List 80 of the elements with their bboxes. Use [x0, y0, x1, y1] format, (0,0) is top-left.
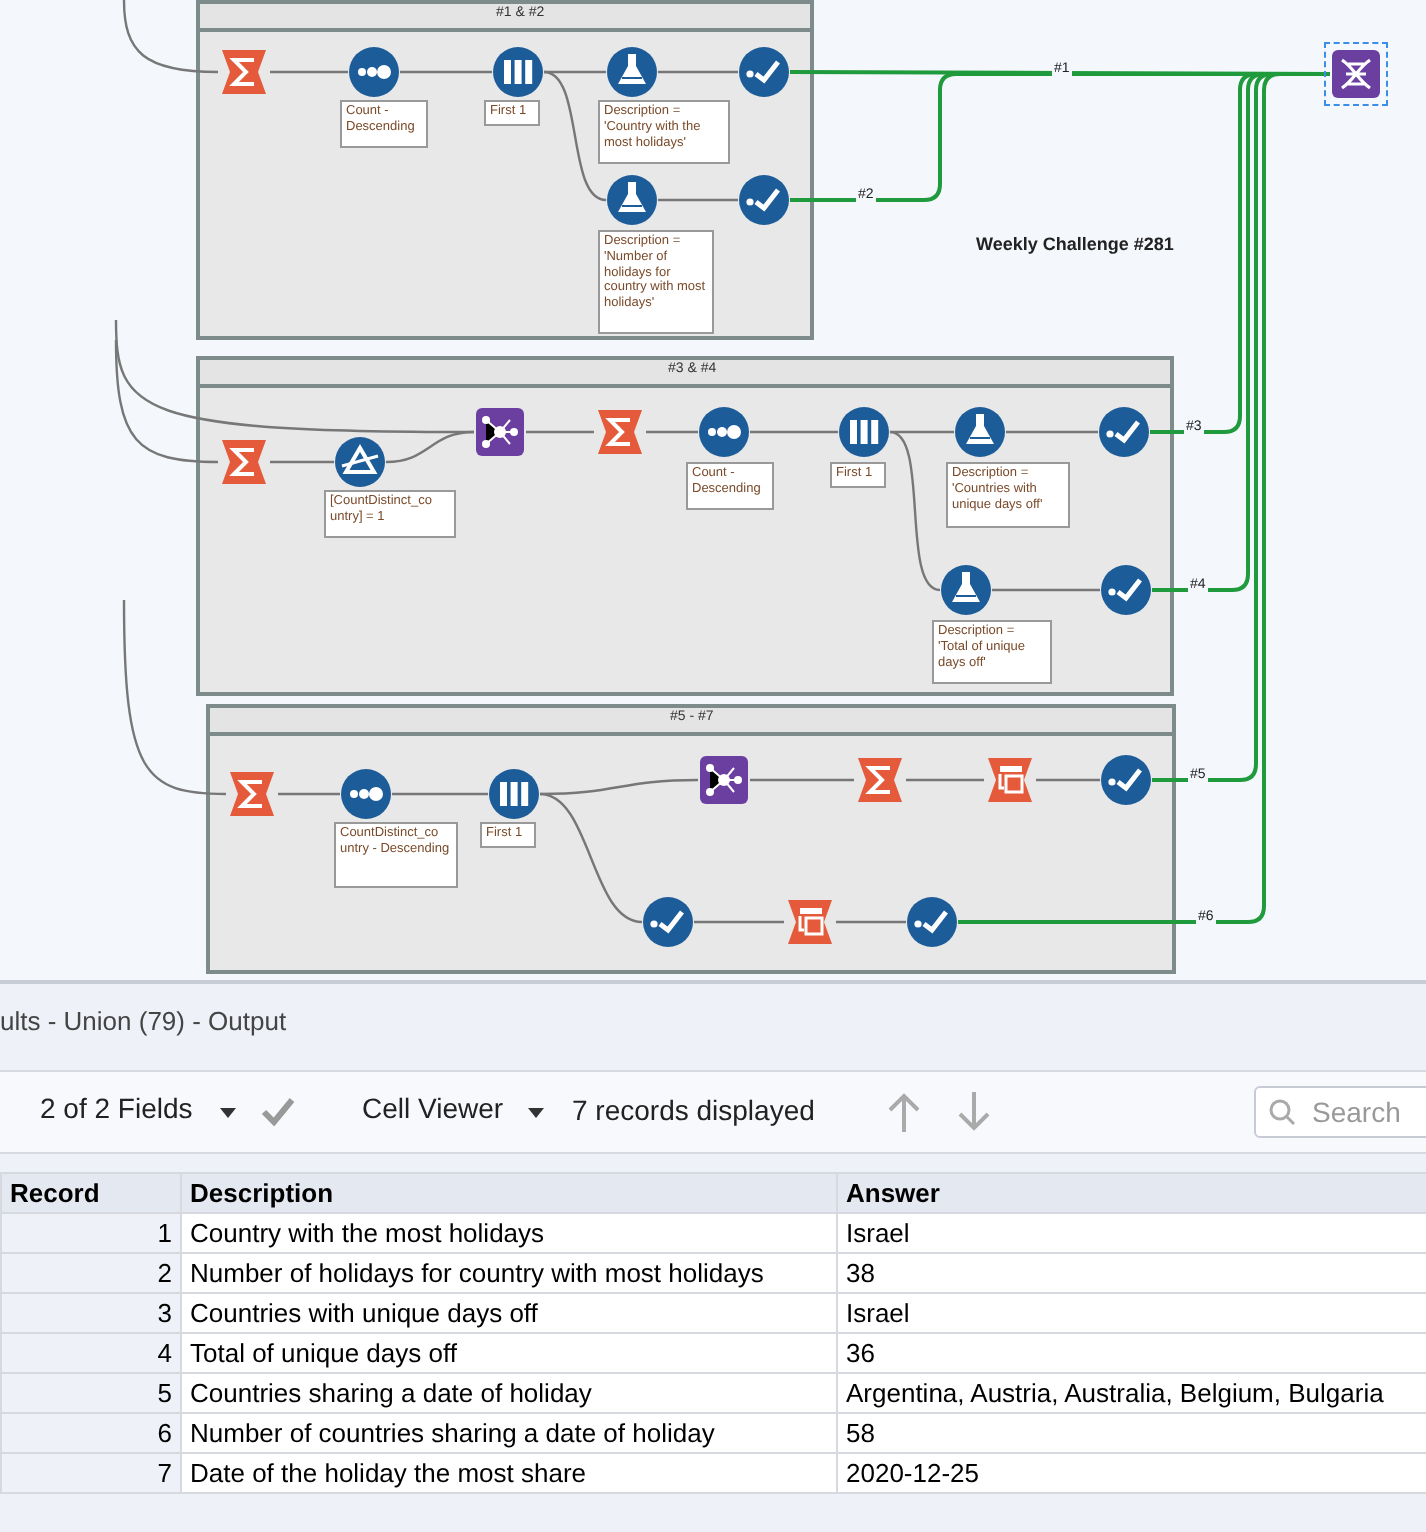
table-cell: Countries with unique days off	[181, 1293, 837, 1333]
connector-line	[539, 792, 643, 924]
connector-line	[526, 430, 594, 434]
table-cell: 1	[1, 1213, 181, 1253]
connector-line	[992, 588, 1100, 592]
network-icon	[474, 406, 526, 458]
connector-line	[122, 0, 219, 74]
connector-line	[543, 70, 607, 202]
connector-line	[889, 430, 941, 592]
table-icon	[784, 896, 836, 948]
checkmark-icon	[1098, 406, 1150, 458]
sigma-icon	[218, 46, 270, 98]
container-panel	[206, 704, 1176, 974]
search-field: Search	[1254, 1086, 1426, 1138]
fields-dropdown: 2 of 2 Fields	[40, 1092, 193, 1124]
connector-line	[1006, 430, 1098, 434]
sigma-icon	[226, 768, 278, 820]
table-cell: Countries sharing a date of holiday	[181, 1373, 837, 1413]
table-cell: 6	[1, 1413, 181, 1453]
flask-icon	[954, 406, 1006, 458]
dots-icon	[348, 46, 400, 98]
sigma-icon	[218, 436, 270, 488]
network-icon	[698, 754, 750, 806]
flask-icon	[606, 46, 658, 98]
caption-text: Weekly Challenge #281	[976, 234, 1174, 254]
checkmark-icon	[906, 896, 958, 948]
table-cell: 3	[1, 1293, 181, 1333]
panel-title: ults - Union (79) - Output	[0, 1006, 287, 1036]
column-header: Description	[181, 1173, 837, 1213]
sigma-icon	[854, 754, 906, 806]
connector-line	[540, 778, 698, 796]
connector-line	[694, 920, 784, 924]
dna-icon	[1330, 48, 1382, 100]
connector-line	[270, 460, 334, 464]
connector-line	[544, 70, 606, 74]
connector-line	[646, 430, 698, 434]
connector-line	[122, 600, 227, 796]
columns-icon	[488, 768, 540, 820]
connector-line	[392, 792, 488, 796]
container-panel	[196, 0, 814, 340]
table-cell: 4	[1, 1333, 181, 1373]
connector-line	[658, 198, 738, 202]
connector-line	[385, 430, 475, 464]
table-cell: Total of unique days off	[181, 1333, 837, 1373]
dots-icon	[340, 768, 392, 820]
container-panel	[196, 356, 1174, 696]
table-cell: 7	[1, 1453, 181, 1493]
table-cell: Country with the most holidays	[181, 1213, 837, 1253]
connector-line	[836, 920, 906, 924]
flask-icon	[606, 174, 658, 226]
checkmark-icon	[738, 174, 790, 226]
columns-icon	[492, 46, 544, 98]
flask-icon	[940, 564, 992, 616]
checkmark-icon	[1100, 754, 1152, 806]
connector-line	[114, 339, 219, 464]
dots-icon	[698, 406, 750, 458]
connector-line	[750, 430, 838, 434]
connector-line	[658, 70, 738, 74]
connector-line	[890, 430, 954, 434]
checkmark-icon	[738, 46, 790, 98]
connector-line	[750, 778, 854, 782]
connector-line	[270, 70, 348, 74]
table-cell: 2	[1, 1253, 181, 1293]
connector-line	[278, 792, 340, 796]
connector-line	[1036, 778, 1100, 782]
columns-icon	[838, 406, 890, 458]
table-cell: 5	[1, 1373, 181, 1413]
table-cell: Number of countries sharing a date of holiday	[181, 1413, 837, 1453]
record-count-text: 7 records displayed	[572, 1094, 815, 1126]
viewer-dropdown: Cell Viewer	[362, 1092, 504, 1124]
connector-line	[906, 778, 984, 782]
checkmark-icon	[642, 896, 694, 948]
column-header: Answer	[837, 1173, 1426, 1213]
table-cell: Number of holidays for country with most holidays	[181, 1253, 837, 1293]
table-icon	[984, 754, 1036, 806]
checkmark-icon	[1100, 564, 1152, 616]
sigma-icon	[594, 406, 646, 458]
table-cell: Date of the holiday the most share	[181, 1453, 837, 1493]
connector-line	[400, 70, 492, 74]
column-header: Record	[1, 1173, 181, 1213]
